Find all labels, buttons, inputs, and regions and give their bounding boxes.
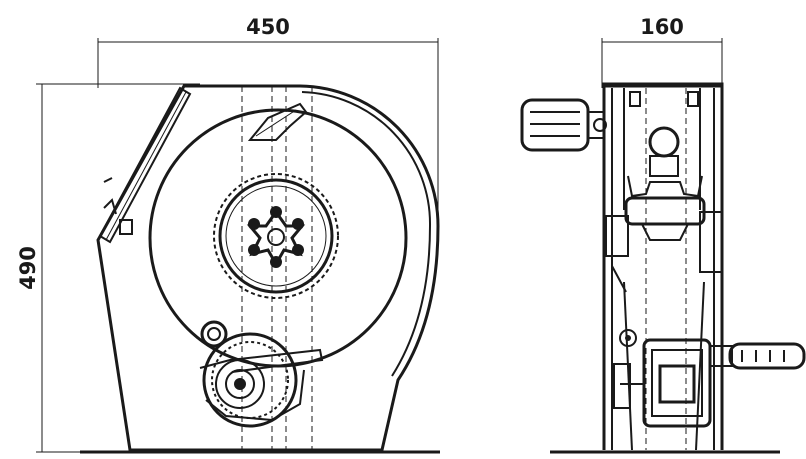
front-width-label: 450 xyxy=(246,15,290,39)
front-view: 450 490 xyxy=(16,15,440,454)
front-top-bracket xyxy=(247,102,308,141)
front-hub xyxy=(246,206,306,268)
side-housing-outline xyxy=(602,82,724,450)
side-upper-mechanism xyxy=(624,91,706,241)
side-view: 160 xyxy=(520,15,806,454)
side-width-dimension: 160 xyxy=(601,15,723,88)
front-width-dimension: 450 xyxy=(97,15,439,225)
front-height-label: 490 xyxy=(16,246,40,290)
front-drum xyxy=(148,108,408,368)
front-height-dimension: 490 xyxy=(16,83,200,453)
side-top-handle xyxy=(520,98,607,152)
front-sprocket xyxy=(213,173,339,299)
front-motor-assembly xyxy=(199,320,324,428)
side-motor xyxy=(613,329,712,428)
side-bottom-handle xyxy=(709,342,806,370)
side-width-label: 160 xyxy=(640,15,684,39)
front-lid-arm xyxy=(98,86,192,244)
front-housing-outline xyxy=(96,84,440,452)
